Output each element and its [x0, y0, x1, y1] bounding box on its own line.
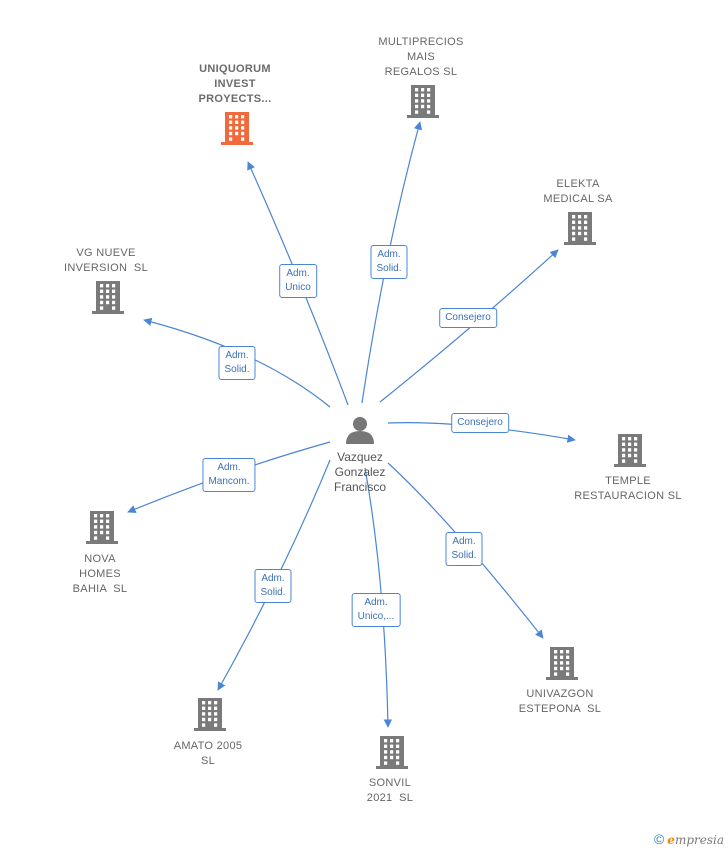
company-label-uniquorum[interactable]: UNIQUORUM INVEST PROYECTS... [198, 63, 272, 105]
building-icon [221, 112, 253, 145]
role-badge-vgnueve: Adm. Solid. [218, 346, 256, 380]
building-icon [546, 647, 578, 680]
company-label-temple[interactable]: TEMPLE RESTAURACION SL [574, 475, 682, 502]
brand-logo-text: mpresia [674, 833, 724, 847]
building-icon [92, 281, 124, 314]
company-label-multiprecios[interactable]: MULTIPRECIOS MAIS REGALOS SL [378, 36, 464, 78]
copyright-icon: © [653, 831, 665, 847]
role-badge-univazgon: Adm. Solid. [445, 532, 483, 566]
building-icon [614, 434, 646, 467]
brand-footer: ©empresia [654, 831, 724, 847]
role-badge-sonvil: Adm. Unico,... [351, 593, 401, 627]
company-label-elekta[interactable]: ELEKTA MEDICAL SA [543, 178, 613, 205]
company-label-nova[interactable]: NOVA HOMES BAHIA SL [72, 553, 128, 595]
role-badge-multiprecios: Adm. Solid. [370, 245, 408, 279]
role-badge-temple: Consejero [451, 413, 509, 433]
role-badge-uniquorum: Adm. Unico [279, 264, 317, 298]
building-icon [194, 698, 226, 731]
building-icon [86, 511, 118, 544]
edge-elekta [379, 249, 559, 403]
role-badge-nova: Adm. Mancom. [202, 458, 256, 492]
company-label-univazgon[interactable]: UNIVAZGON ESTEPONA SL [518, 688, 602, 715]
role-badge-amato: Adm. Solid. [254, 569, 292, 603]
building-icon [376, 736, 408, 769]
center-person-name[interactable]: Vazquez Gonzalez Francisco [333, 450, 387, 494]
person-icon [346, 417, 374, 444]
company-label-vgnueve[interactable]: VG NUEVE INVERSION SL [64, 247, 148, 274]
brand-logo-e: e [667, 833, 675, 847]
building-icon [407, 85, 439, 118]
company-label-sonvil[interactable]: SONVIL 2021 SL [366, 777, 414, 804]
role-badge-elekta: Consejero [439, 308, 497, 328]
building-icon [564, 212, 596, 245]
edge-sonvil [364, 467, 393, 728]
company-label-amato[interactable]: AMATO 2005 SL [173, 740, 243, 767]
